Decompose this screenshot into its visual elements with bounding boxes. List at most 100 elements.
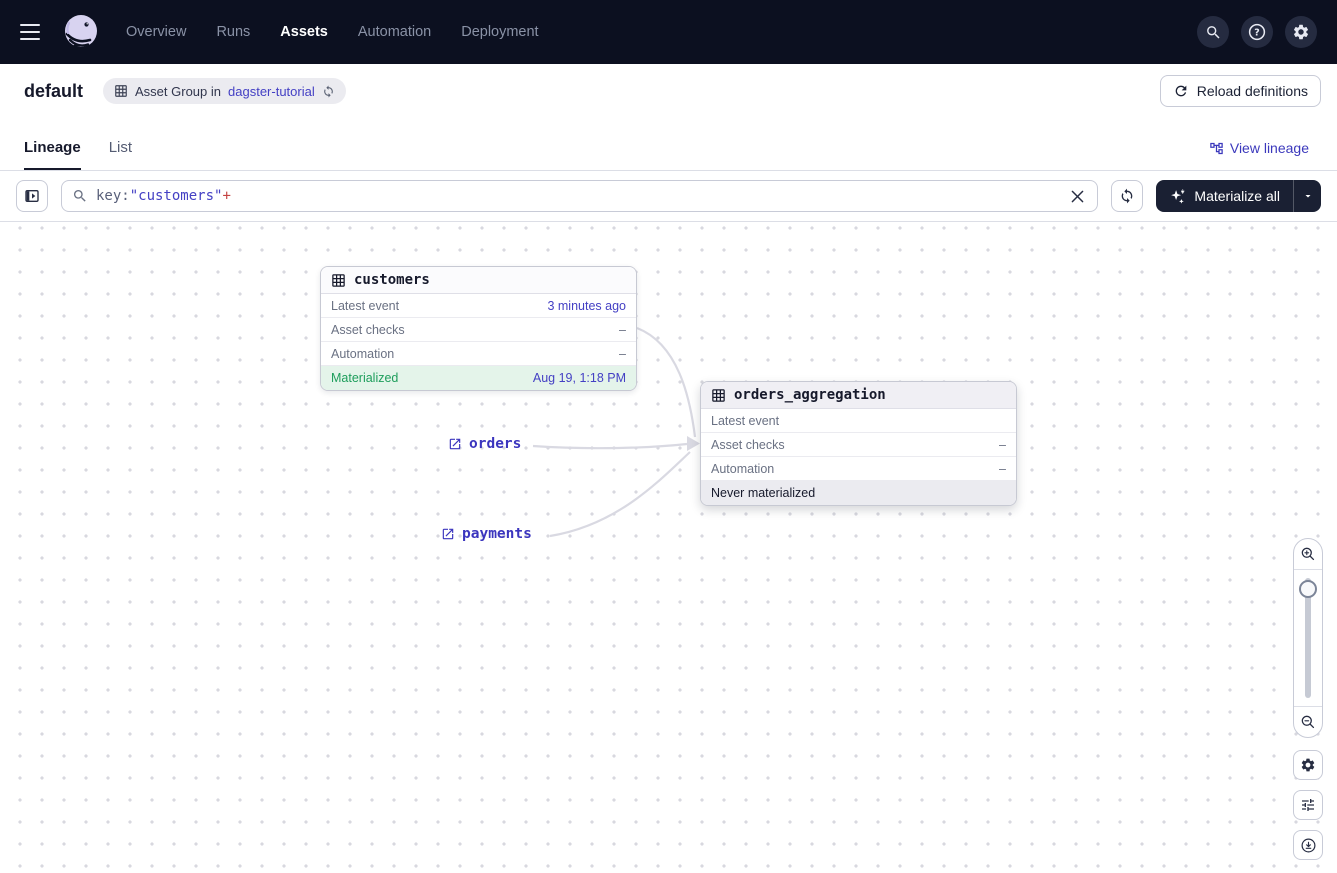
node-row-asset-checks: Asset checks – [701,433,1016,457]
refresh-icon [1122,188,1133,204]
node-row-latest-event: Latest event 3 minutes ago [321,294,636,318]
nav-actions: ? [1197,16,1317,48]
row-value: – [999,437,1006,452]
materialize-split-button: Materialize all [1156,180,1321,212]
edge-orders-to-orders-aggregation [532,442,688,450]
view-lineage-label: View lineage [1229,140,1309,156]
hamburger-menu-icon[interactable] [20,18,48,46]
nav-item-automation[interactable]: Automation [357,24,432,40]
table-icon [332,273,345,287]
page-title: default [24,80,84,101]
row-label: Automation [331,346,395,361]
tab-lineage[interactable]: Lineage [24,139,81,170]
sync-icon[interactable] [322,85,335,98]
materialize-all-label: Materialize all [1194,188,1280,204]
lineage-graph-icon [1210,142,1223,154]
search-button[interactable] [1197,16,1229,48]
asset-node-header[interactable]: orders_aggregation [701,382,1016,409]
nav-item-overview[interactable]: Overview [126,24,187,40]
nav-item-deployment[interactable]: Deployment [461,24,539,40]
table-icon [712,388,725,402]
lineage-toolbar: key:"customers"+ Materialize all [0,171,1337,222]
chevron-down-icon [1305,195,1310,198]
external-asset-orders[interactable]: orders [448,436,521,452]
status-label: Never materialized [711,486,816,500]
asset-node-orders-aggregation[interactable]: orders_aggregation Latest event Asset ch… [700,381,1017,506]
view-lineage-link[interactable]: View lineage [1209,140,1309,170]
materialize-all-button[interactable]: Materialize all [1156,180,1293,212]
gear-icon [1293,24,1309,40]
asset-group-badge-label: Asset Group in [135,83,222,99]
zoom-in-button[interactable] [1294,539,1322,569]
settings-button[interactable] [1285,16,1317,48]
external-asset-payments[interactable]: payments [441,526,532,542]
help-button[interactable]: ? [1241,16,1273,48]
split-divider [1293,180,1294,212]
top-navigation: Overview Runs Assets Automation Deployme… [0,0,1337,64]
row-label: Latest event [711,413,780,428]
graph-settings-button[interactable] [1293,750,1323,780]
download-circle-icon [1301,838,1315,852]
graph-filters-button[interactable] [1293,790,1323,820]
tab-list[interactable]: List [108,139,133,156]
external-link-icon [449,438,461,450]
tune-icon [1302,799,1314,811]
row-value[interactable]: 3 minutes ago [547,298,626,313]
sparkle-icon [1171,189,1185,204]
node-row-automation: Automation – [321,342,636,366]
divider [1294,706,1322,707]
clear-search-button[interactable] [1067,186,1087,206]
lineage-graph-canvas[interactable]: customers Latest event 3 minutes ago Ass… [0,222,1337,873]
node-row-asset-checks: Asset checks – [321,318,636,342]
search-query: key:"customers"+ [96,188,1059,204]
node-status-row: Never materialized [701,481,1016,505]
nav-item-assets[interactable]: Assets [280,24,328,40]
query-key: key: [96,188,130,204]
edge-arrowhead [687,436,700,451]
close-icon [1071,190,1084,202]
svg-text:?: ? [1254,28,1259,39]
reload-icon [1175,85,1187,97]
asset-title: orders_aggregation [734,387,886,403]
external-link-icon [442,528,454,540]
sidebar-toggle-button[interactable] [16,180,48,212]
status-value[interactable]: Aug 19, 1:18 PM [532,371,626,385]
external-asset-label: orders [469,436,522,452]
primary-nav: Overview Runs Assets Automation Deployme… [126,24,539,40]
divider [1294,569,1322,570]
panel-expand-icon [25,190,39,202]
search-icon [1206,25,1220,39]
asset-group-badge: Asset Group in dagster-tutorial [103,78,346,104]
query-plus: + [222,188,231,204]
nav-item-runs[interactable]: Runs [216,24,251,40]
zoom-slider[interactable] [1294,570,1322,706]
row-value: – [619,346,626,361]
zoom-control [1293,538,1323,738]
reload-definitions-button[interactable]: Reload definitions [1159,75,1321,107]
dagster-logo[interactable] [62,13,100,51]
row-value: – [619,322,626,337]
zoom-slider-track[interactable] [1305,578,1311,698]
asset-search-input[interactable]: key:"customers"+ [61,180,1099,212]
tabs-row: Lineage List View lineage [0,118,1337,171]
materialize-dropdown-button[interactable] [1294,180,1321,212]
row-label: Automation [711,461,775,476]
node-row-automation: Automation – [701,457,1016,481]
zoom-out-icon [1301,715,1315,729]
zoom-in-icon [1301,547,1315,561]
reload-definitions-label: Reload definitions [1196,83,1308,99]
asset-node-header[interactable]: customers [321,267,636,294]
edge-payments-to-orders-aggregation [549,451,691,538]
row-label: Asset checks [711,437,785,452]
lineage-edges [532,326,700,538]
row-label: Latest event [331,298,400,313]
refresh-graph-button[interactable] [1111,180,1144,212]
asset-node-customers[interactable]: customers Latest event 3 minutes ago Ass… [320,266,637,391]
search-icon [74,190,86,202]
node-status-row: Materialized Aug 19, 1:18 PM [321,366,636,390]
external-asset-label: payments [462,526,532,542]
zoom-out-button[interactable] [1294,707,1322,737]
zoom-slider-thumb[interactable] [1299,580,1317,598]
code-location-link[interactable]: dagster-tutorial [228,83,315,99]
recenter-graph-button[interactable] [1293,830,1323,860]
